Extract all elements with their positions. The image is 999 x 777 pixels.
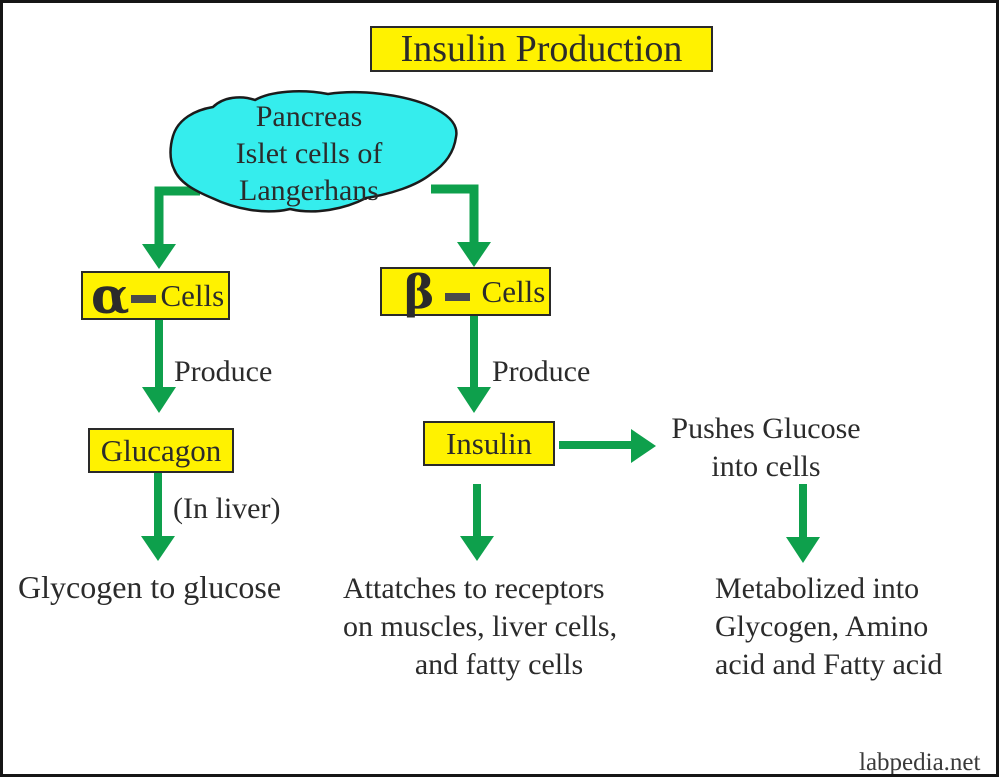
attaches-line: on muscles, liver cells, <box>343 610 618 643</box>
pushes-glucose-text: Pushes Glucose into cells <box>653 410 879 486</box>
produce-label-left: Produce <box>174 355 273 388</box>
insulin-node: Insulin <box>423 421 555 466</box>
pushes-glucose-line: into cells <box>711 450 821 483</box>
attaches-line: and fatty cells <box>414 648 584 681</box>
arrowhead-produce-right <box>457 387 491 413</box>
produce-label-right: Produce <box>492 355 591 388</box>
dash-glyph <box>444 292 470 301</box>
glucagon-label: Glucagon <box>100 432 222 468</box>
metabolized-text: Metabolized into Glycogen, Amino acid an… <box>715 570 996 684</box>
arrowhead-glucagon-down <box>141 536 175 561</box>
beta-cells-node: β Cells <box>380 267 551 316</box>
pancreas-blob <box>169 90 458 213</box>
dash-glyph <box>131 294 157 303</box>
arrowhead-elbow-right <box>457 242 491 267</box>
beta-cells-label: Cells <box>481 273 546 309</box>
beta-symbol: β <box>404 264 435 319</box>
pancreas-line: Islet cells of <box>235 137 383 170</box>
arrowhead-produce-left <box>142 387 176 413</box>
glucagon-node: Glucagon <box>88 428 234 473</box>
metabolized-line: Glycogen, Amino <box>715 610 929 643</box>
alpha-cells-node: α Cells <box>81 265 230 325</box>
alpha-symbol: α <box>91 265 130 325</box>
arrowhead-insulin-right <box>631 429 656 463</box>
watermark: labpedia.net <box>859 749 981 776</box>
arrow-elbow-left <box>154 186 200 246</box>
diagram-graphics <box>141 90 820 563</box>
pushes-glucose-line: Pushes Glucose <box>671 412 861 445</box>
page-title: Insulin Production <box>370 26 713 72</box>
attaches-receptors-text: Attatches to receptors on muscles, liver… <box>343 570 655 684</box>
pancreas-label: Pancreas Islet cells of Langerhans <box>178 98 440 209</box>
metabolized-line: acid and Fatty acid <box>715 648 943 681</box>
arrowhead-elbow-left <box>142 244 176 269</box>
in-liver-note: (In liver) <box>173 492 281 525</box>
arrowhead-insulin-down <box>460 536 494 561</box>
arrowhead-pushes-down <box>786 537 820 563</box>
alpha-cells-label: Cells <box>160 277 225 313</box>
pancreas-line: Langerhans <box>239 174 379 207</box>
pancreas-line: Pancreas <box>255 100 363 133</box>
glycogen-to-glucose-text: Glycogen to glucose <box>18 569 282 605</box>
insulin-label: Insulin <box>445 425 533 461</box>
metabolized-line: Metabolized into <box>715 572 920 605</box>
arrow-elbow-right <box>431 184 479 244</box>
page-title-text: Insulin Production <box>400 28 683 70</box>
attaches-line: Attatches to receptors <box>343 572 605 605</box>
